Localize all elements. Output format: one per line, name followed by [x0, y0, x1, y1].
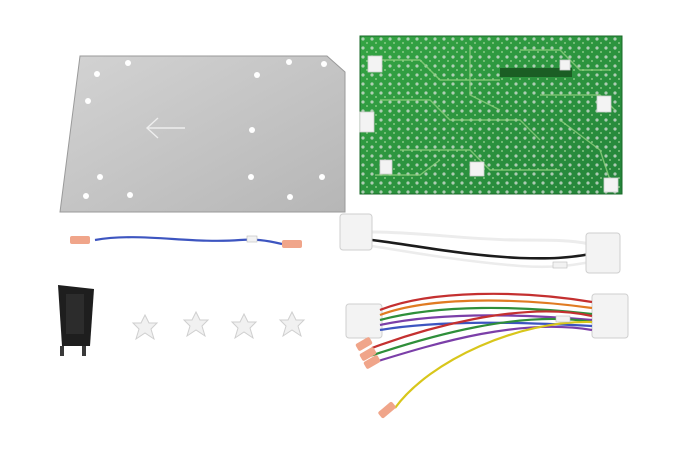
multicolor-wire-harness — [345, 292, 629, 419]
power-wire-harness — [339, 213, 621, 274]
multi-connector-right — [591, 293, 629, 339]
multi-label-tag — [555, 315, 571, 323]
arrow-left-icon — [145, 117, 185, 139]
pcb-connectors — [359, 55, 619, 193]
wire-label-tag — [246, 235, 258, 243]
terminal-left — [70, 236, 90, 244]
plastic-standoffs — [131, 310, 306, 341]
standoff-2 — [182, 310, 210, 338]
standoff-3 — [230, 312, 258, 340]
control-circuit-board — [359, 35, 623, 195]
standoff-1 — [131, 313, 159, 341]
multi-connector-left — [345, 303, 383, 339]
multi-terminals — [355, 337, 396, 419]
pcb-traces — [370, 45, 616, 181]
plate-mounting-holes — [83, 59, 327, 200]
metal-mounting-plate — [59, 55, 346, 213]
terminal-right — [282, 240, 302, 248]
harness-label-tag — [552, 261, 568, 269]
harness-connector-left — [339, 213, 373, 251]
standoff-4 — [278, 310, 306, 338]
pcb-ic-chip — [500, 68, 572, 77]
harness-connector-right — [585, 232, 621, 274]
fuse-holder — [58, 285, 94, 356]
blue-jumper-wire — [70, 235, 302, 248]
